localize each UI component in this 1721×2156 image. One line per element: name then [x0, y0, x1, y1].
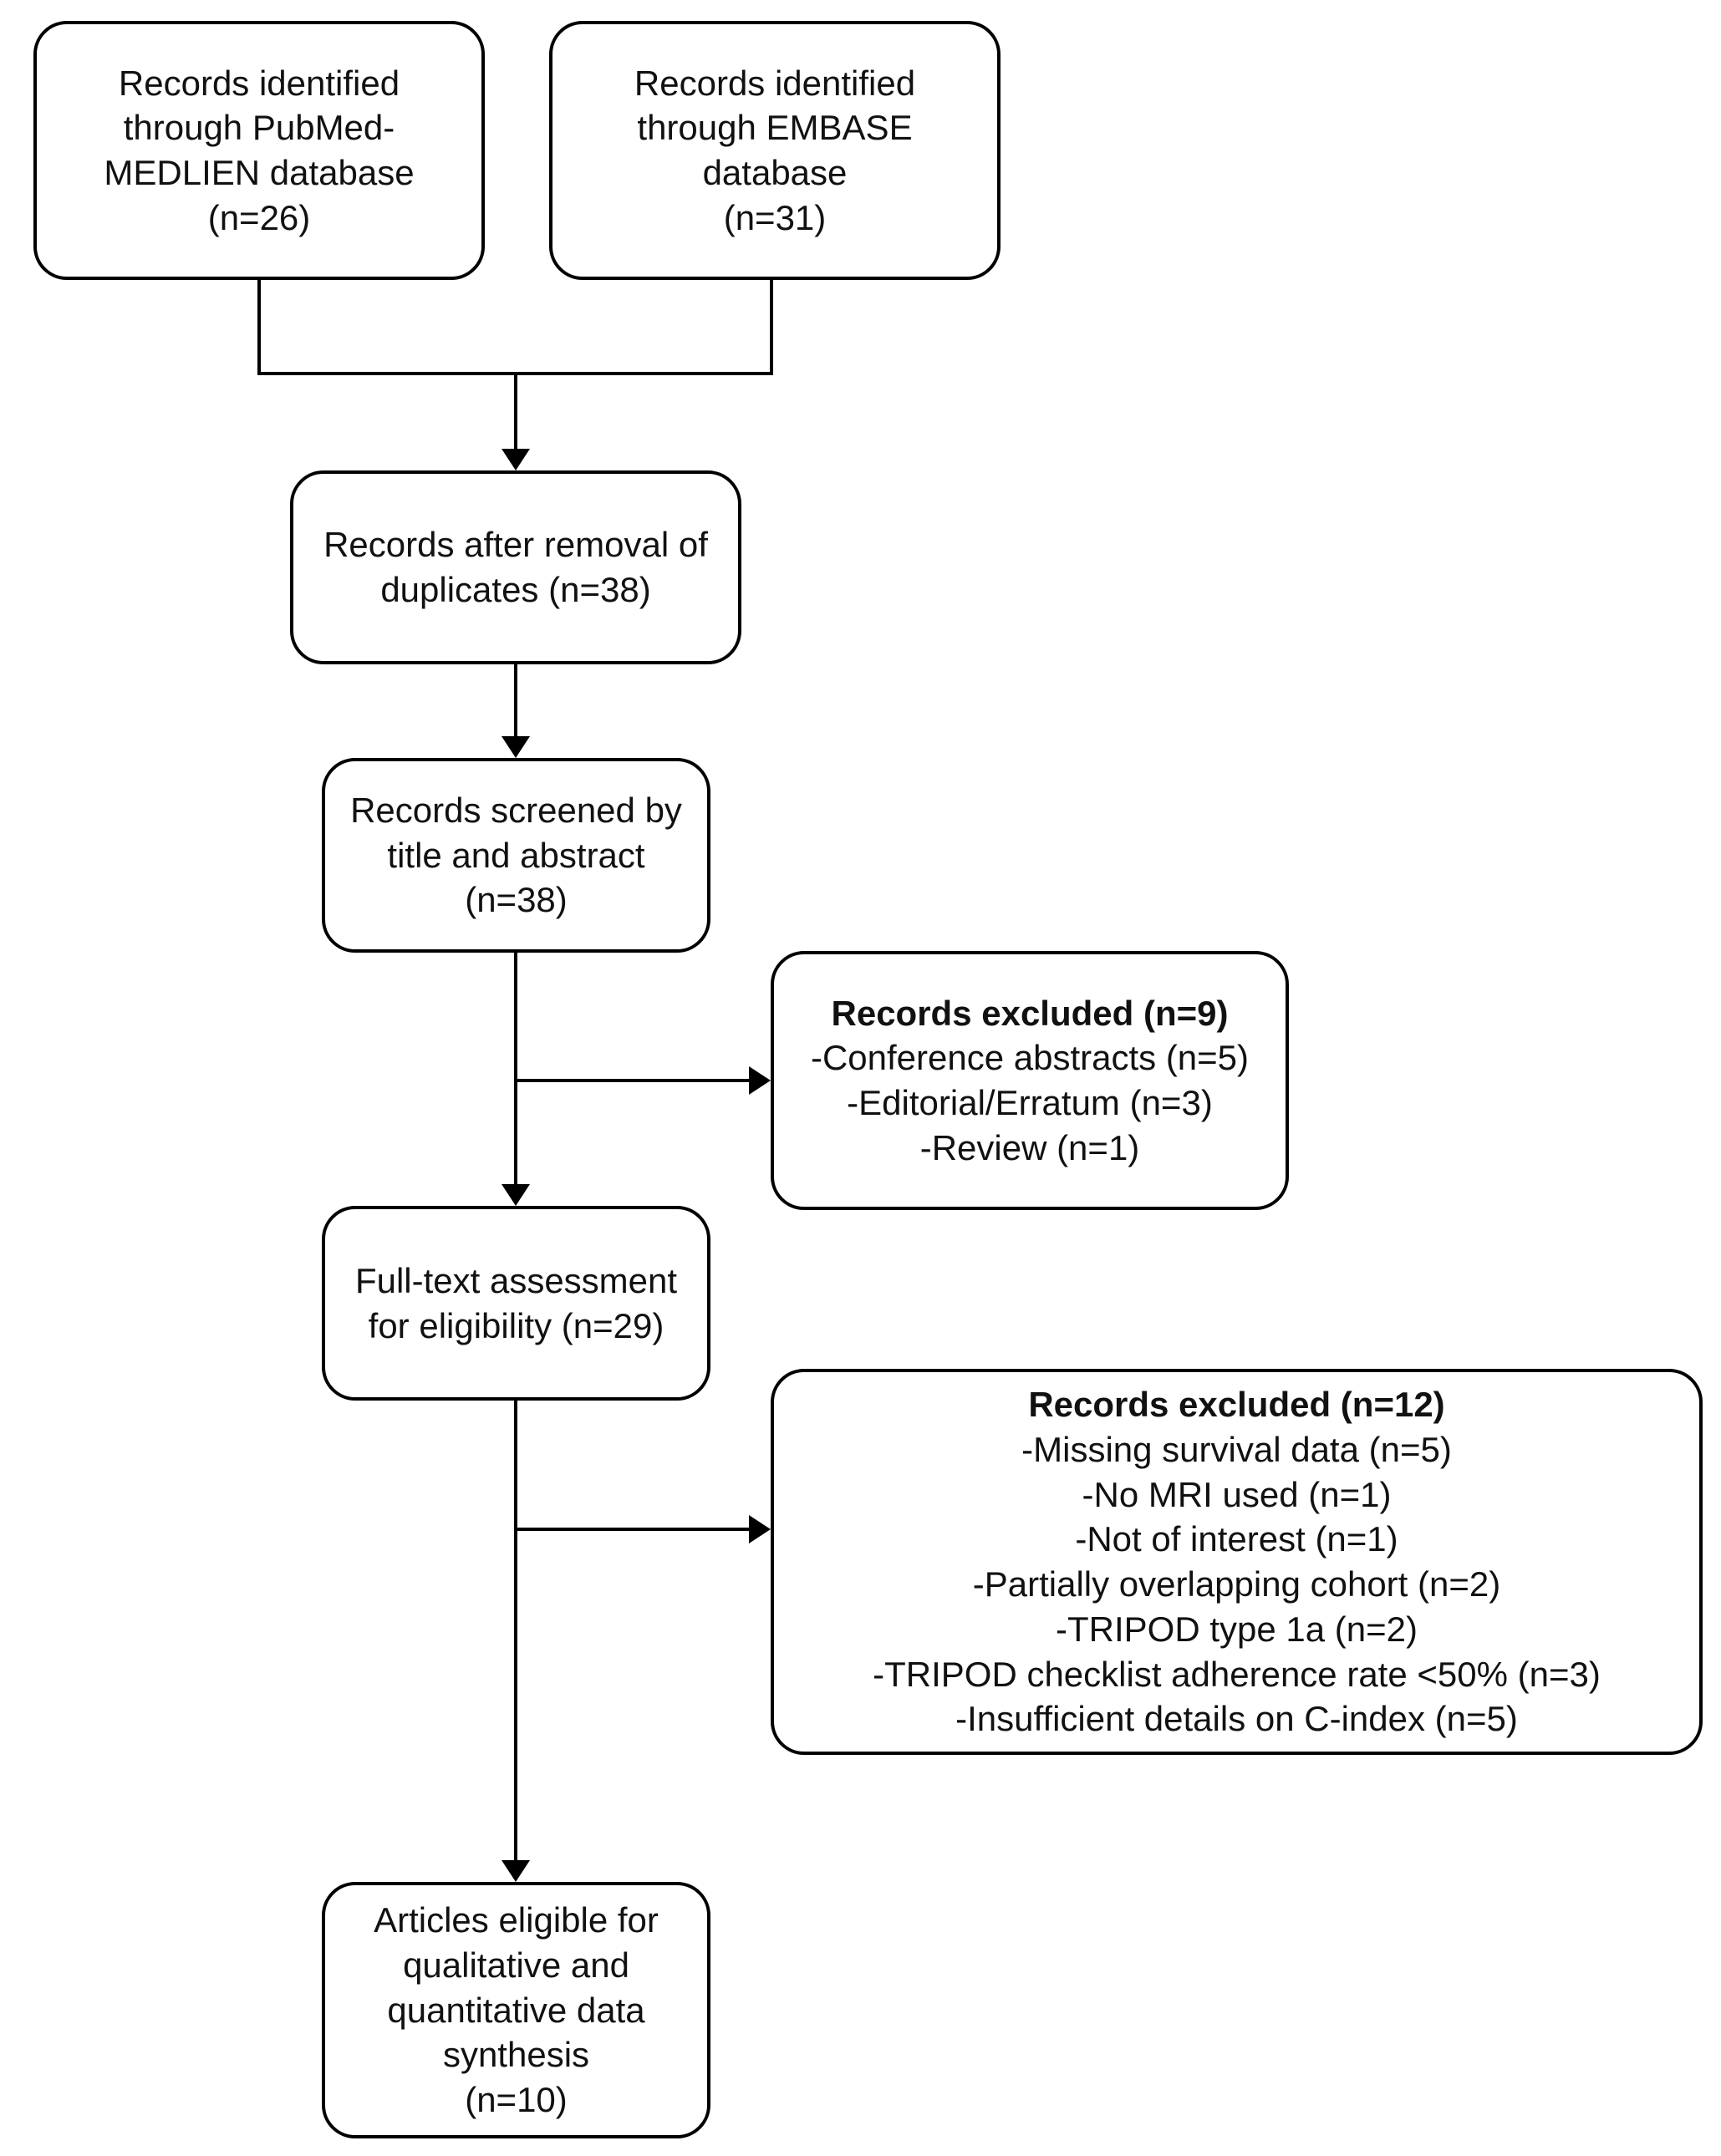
box-text-line: database [702, 153, 848, 192]
arrowhead-excluded2 [749, 1515, 771, 1543]
exclusion-reason: -TRIPOD type 1a (n=2) [1056, 1609, 1418, 1649]
box-text-line: Articles eligible for [374, 1900, 659, 1940]
box-text-line: (n=10) [465, 2080, 568, 2120]
fulltext-assessment-box: Full-text assessment for eligibility (n=… [322, 1206, 710, 1401]
arrowhead-fulltext [502, 1184, 530, 1206]
arrowhead-dedup [502, 449, 530, 470]
box-text-line: Records identified [634, 63, 916, 103]
excluded-records-box-1: Records excluded (n=9) -Conference abstr… [771, 951, 1289, 1210]
box-text-line: (n=26) [207, 197, 311, 237]
exclusion-reason: -Conference abstracts (n=5) [810, 1038, 1250, 1078]
exclusion-reason: -Not of interest (n=1) [1075, 1519, 1398, 1559]
screened-records-box: Records screened by title and abstract (… [322, 758, 710, 953]
exclusion-reason: -Insufficient details on C-index (n=5) [955, 1699, 1518, 1739]
box-text-line: Records screened by [350, 790, 682, 830]
box-text-line: through EMBASE [637, 108, 913, 148]
arrowhead-excluded1 [749, 1066, 771, 1095]
arrowhead-eligible [502, 1860, 530, 1882]
pubmed-records-box: Records identified through PubMed- MEDLI… [33, 21, 485, 280]
box-text-line: synthesis [442, 2035, 590, 2075]
deduplicated-records-box: Records after removal of duplicates (n=3… [290, 470, 741, 664]
embase-records-box: Records identified through EMBASE databa… [549, 21, 1001, 280]
box-text-line: Records after removal of [323, 525, 708, 565]
box-text-line: qualitative and [403, 1945, 629, 1985]
edge-pubmed-to-merge [257, 280, 773, 375]
box-text-line: quantitative data [387, 1990, 645, 2030]
box-text-line: Records identified [118, 63, 400, 103]
excluded-title: Records excluded (n=12) [1028, 1385, 1445, 1424]
box-text-line: Full-text assessment [354, 1260, 678, 1300]
box-text-line: MEDLIEN database [104, 153, 415, 192]
arrowhead-screened [502, 736, 530, 758]
excluded-title: Records excluded (n=9) [831, 993, 1229, 1033]
box-text-line: for eligibility (n=29) [368, 1305, 664, 1345]
excluded-records-box-2: Records excluded (n=12) -Missing surviva… [771, 1369, 1703, 1755]
exclusion-reason: -Editorial/Erratum (n=3) [847, 1083, 1213, 1122]
box-text-line: through PubMed- [123, 108, 395, 148]
exclusion-reason: -No MRI used (n=1) [1082, 1474, 1392, 1514]
eligible-articles-box: Articles eligible for qualitative and qu… [322, 1882, 710, 2138]
box-text-line: duplicates (n=38) [380, 570, 651, 609]
box-text-line: title and abstract [387, 835, 645, 875]
box-text-line: (n=38) [465, 880, 568, 920]
box-text-line: (n=31) [723, 197, 827, 237]
exclusion-reason: -TRIPOD checklist adherence rate <50% (n… [873, 1654, 1601, 1694]
exclusion-reason: -Partially overlapping cohort (n=2) [972, 1564, 1501, 1604]
exclusion-reason: -Review (n=1) [919, 1127, 1140, 1167]
exclusion-reason: -Missing survival data (n=5) [1021, 1429, 1452, 1469]
